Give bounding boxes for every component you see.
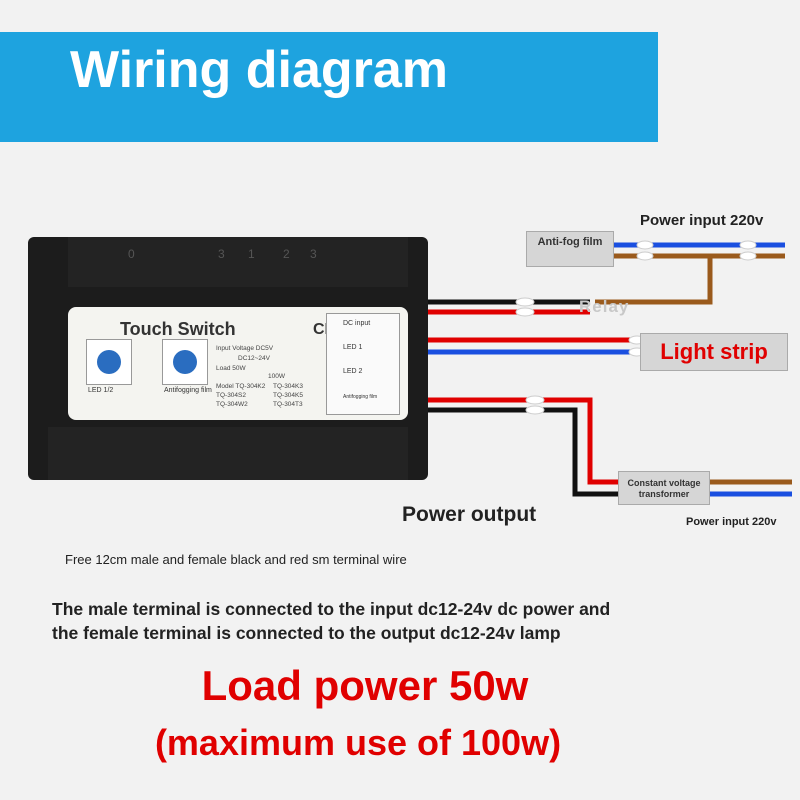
spec-text: TQ-304K5	[273, 392, 303, 399]
connector-bead	[739, 240, 757, 250]
max-use-heading: (maximum use of 100w)	[154, 722, 562, 763]
connector-bead	[515, 307, 535, 317]
connector-bead	[636, 240, 654, 250]
load-power-heading: Load power 50w	[201, 662, 529, 709]
antifog-touch-knob-icon	[162, 339, 208, 385]
spec-text: Load 50W	[216, 365, 246, 372]
device-bottom-rail	[48, 427, 408, 480]
device-title: Touch Switch	[120, 319, 236, 339]
spec-text: 100W	[268, 373, 285, 380]
device-top-rail: 0 3 1 2 3	[68, 237, 408, 287]
knob-label-antifog: Antifogging film	[164, 387, 212, 394]
wire-brown-relay	[595, 256, 713, 305]
connection-note: The male terminal is connected to the in…	[52, 597, 782, 645]
page-title: Wiring diagram	[70, 41, 449, 99]
connection-note-line-1: The male terminal is connected to the in…	[52, 599, 611, 619]
terminal-number: 3	[310, 247, 317, 261]
pin-label: DC input	[343, 320, 371, 327]
knob-label-led: LED 1/2	[88, 387, 114, 394]
spec-text: DC12~24V	[238, 355, 270, 362]
spec-text: TQ-304T3	[273, 401, 303, 408]
connector-bead	[636, 251, 654, 261]
spec-text: TQ-304W2	[216, 401, 248, 408]
spec-text: Model TQ-304K2	[216, 383, 266, 390]
light-strip-box: Light strip	[640, 333, 788, 371]
pin-label: LED 2	[343, 368, 363, 375]
power-output-label: Power output	[402, 503, 537, 526]
led-touch-knob-icon	[86, 339, 132, 385]
wire-black-output	[428, 407, 620, 497]
spec-text: TQ-304S2	[216, 392, 246, 399]
connector-bead	[515, 297, 535, 307]
terminal-number: 0	[128, 247, 135, 261]
power-input-bottom-label: Power input 220v	[686, 516, 777, 528]
spec-text: Input Voltage DC5V	[216, 345, 274, 352]
pin-label: Antifogging film	[343, 394, 378, 400]
anti-fog-film-box: Anti-fog film	[526, 231, 614, 267]
relay-label: Relay	[579, 297, 630, 316]
terminal-number: 2	[283, 247, 290, 261]
transformer-box: Constant voltage transformer	[618, 471, 710, 505]
terminal-pin-strip: DC input LED 1 LED 2 Antifogging film	[326, 313, 400, 415]
connector-bead	[525, 405, 545, 415]
spec-text: TQ-304K3	[273, 383, 303, 390]
terminal-number: 3	[218, 247, 225, 261]
connector-bead	[525, 395, 545, 405]
connection-note-line-2: the female terminal is connected to the …	[52, 623, 561, 643]
terminal-number: 1	[248, 247, 255, 261]
connector-bead	[739, 251, 757, 261]
power-input-top-label: Power input 220v	[640, 212, 764, 229]
device-front-panel: Touch Switch CE LED 1/2 Antifogging film…	[68, 307, 408, 420]
terminal-wire-note: Free 12cm male and female black and red …	[65, 552, 407, 567]
pin-label: LED 1	[343, 344, 363, 351]
wire-red-output	[428, 397, 620, 485]
title-banner	[0, 32, 658, 142]
touch-switch-device: 0 3 1 2 3 Touch Switch CE LED 1/2 Antifo…	[28, 237, 428, 480]
